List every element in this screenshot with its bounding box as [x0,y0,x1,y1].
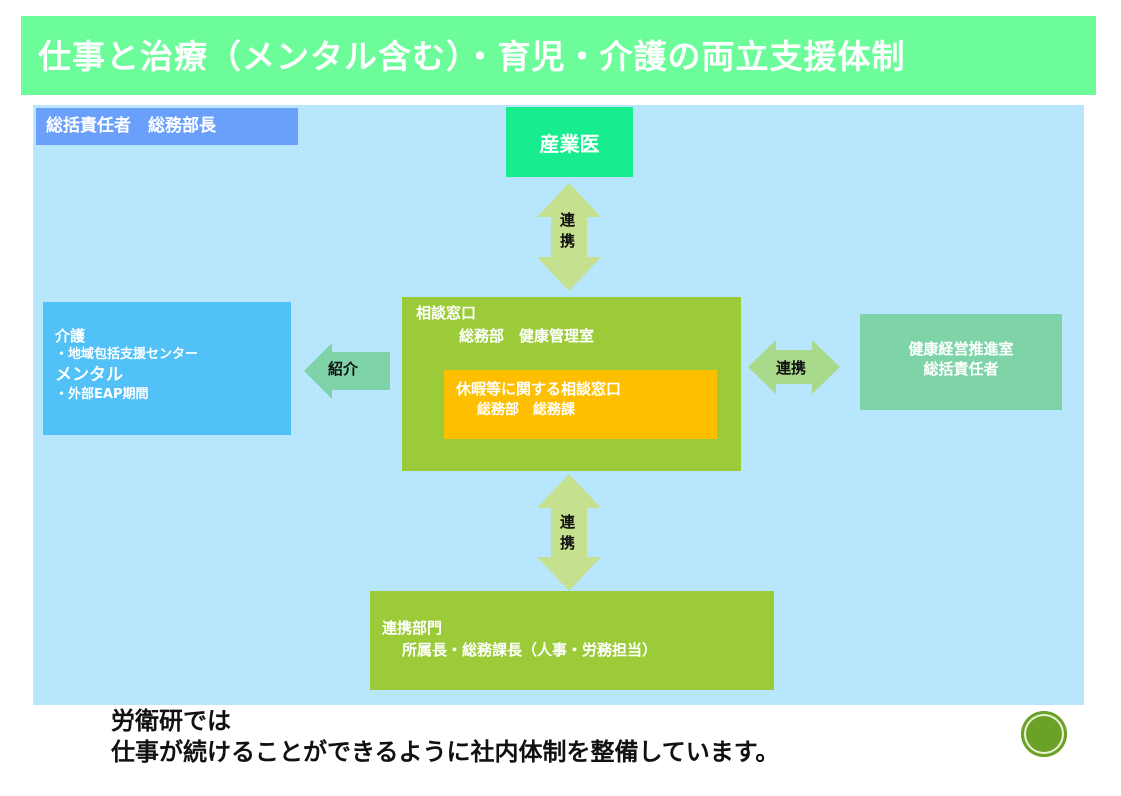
health-management-office-name: 健康経営推進室 [908,340,1014,358]
referral-arrow [304,343,390,399]
consultation-desk-title: 相談窓口 [416,304,477,322]
leave-consultation-title: 休暇等に関する相談窓口 [456,380,622,398]
page-title: 仕事と治療（メンタル含む）・育児・介護の両立支援体制 [38,37,906,76]
footer-line-1: 労衛研では [111,707,231,735]
arrow-left-icon [304,343,390,399]
health-management-office-role: 総括責任者 [923,360,999,378]
health-management-office-box: 健康経営推進室 総括責任者 [860,314,1062,410]
occupational-doctor-label: 産業医 [539,131,600,156]
leave-consultation-box: 休暇等に関する相談窓口 総務部 総務課 [444,370,717,439]
care-heading: 介護 [55,327,86,345]
general-manager-label: 総括責任者 総務部長 [46,116,216,136]
general-manager-box [36,108,298,145]
link-arrow-bottom-label: 連携 [558,514,576,556]
link-arrow-right [748,340,840,394]
occupational-doctor-box: 産業医 [506,107,633,177]
mental-heading: メンタル [55,365,123,385]
partner-department-box: 連携部門 所属長・総務課長（人事・労務担当） [370,591,774,690]
care-item: ・地域包括支援センター [55,347,199,362]
title-banner [21,16,1096,95]
link-arrow-right-label: 連携 [776,359,807,377]
double-arrow-vertical-icon [537,474,601,591]
referral-arrow-label: 紹介 [328,360,359,378]
care-mental-box: 介護 ・地域包括支援センター メンタル ・外部EAP期間 [43,302,291,435]
consultation-desk-subtitle: 総務部 健康管理室 [459,327,595,345]
double-arrow-horizontal-icon [748,340,840,394]
footer-line-2: 仕事が続けることができるように社内体制を整備しています。 [111,738,780,766]
link-arrow-bottom [537,474,601,591]
double-arrow-vertical-icon [537,183,601,291]
mental-item: ・外部EAP期間 [55,387,149,402]
leave-consultation-subtitle: 総務部 総務課 [477,402,575,418]
footer-message: 労衛研では 仕事が続けることができるように社内体制を整備しています。 [111,706,779,768]
link-arrow-top [537,183,601,291]
green-circle-icon [1021,711,1067,757]
partner-department-title: 連携部門 [382,619,443,637]
consultation-desk-box: 相談窓口 総務部 健康管理室 休暇等に関する相談窓口 総務部 総務課 [402,297,741,471]
link-arrow-top-label: 連携 [558,212,576,254]
partner-department-subtitle: 所属長・総務課長（人事・労務担当） [402,641,658,659]
